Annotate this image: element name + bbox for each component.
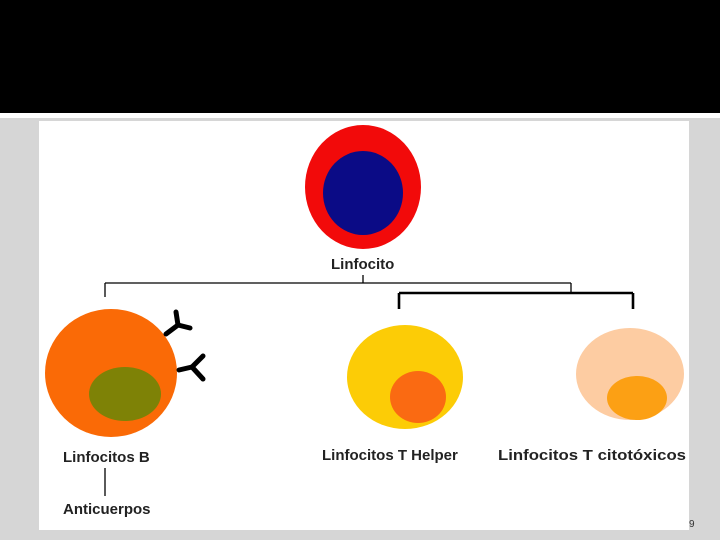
connector-tree [104,275,635,496]
band-separator [0,113,720,118]
diagram-panel: Linfocito [39,121,689,530]
lymphocyte-diagram: Linfocito [45,125,686,518]
antibody-icons [163,309,206,382]
b-cell-label: Linfocitos B [63,449,150,466]
t-cytotoxic-cell [576,328,684,420]
lymphocyte-label: Linfocito [331,256,394,273]
t-cytotoxic-label: Linfocitos T citotóxicos [498,447,686,464]
antibody-icon [163,309,193,337]
antibodies-label: Anticuerpos [63,501,151,518]
b-cell-nucleus [89,367,161,421]
t-helper-label: Linfocitos T Helper [322,447,458,464]
t-helper-cell [347,325,463,429]
t-cytotoxic-nucleus [607,376,667,420]
lymphocyte-cell [305,125,421,249]
page-number: 9 [689,519,695,530]
title-band [0,0,720,113]
t-helper-nucleus [390,371,446,423]
b-cell [45,309,177,437]
lymphocyte-nucleus [323,151,403,235]
antibody-icon [176,353,206,382]
